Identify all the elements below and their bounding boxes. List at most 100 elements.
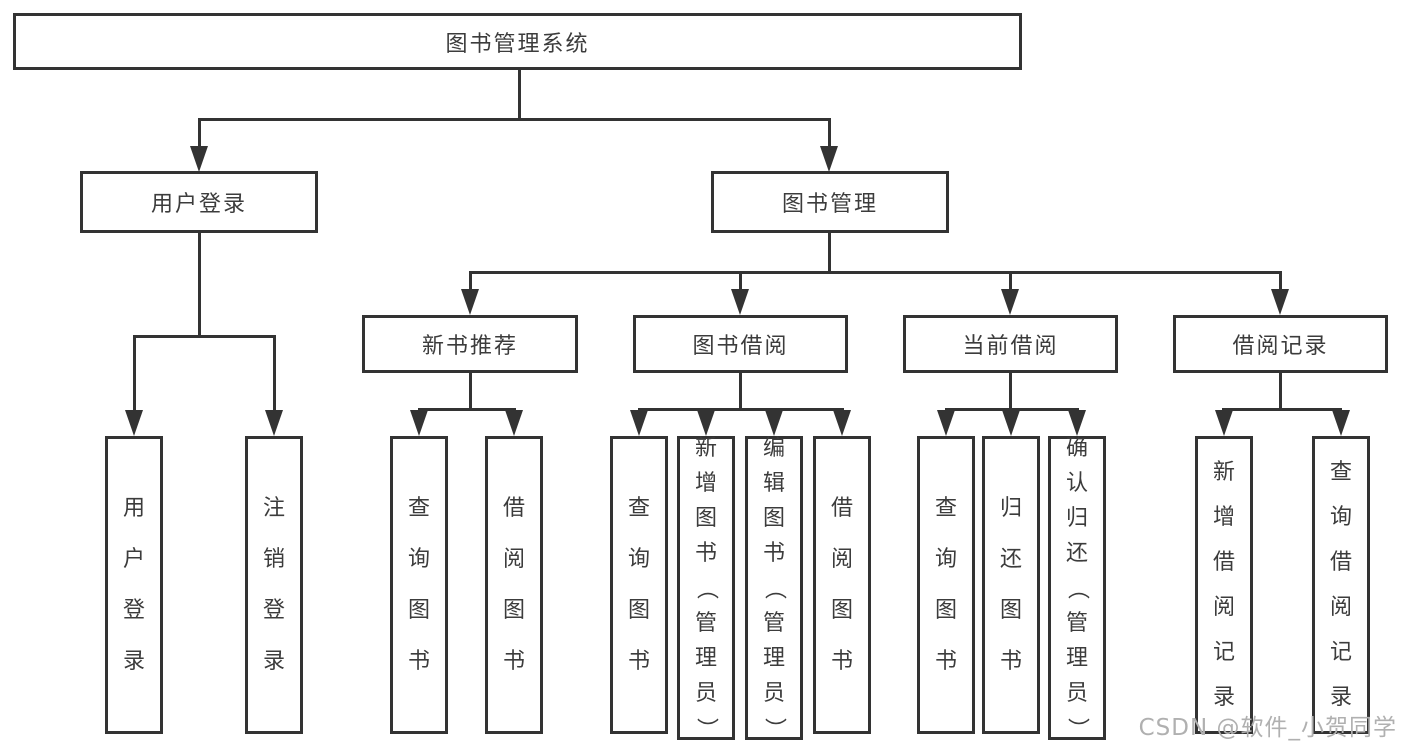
leaf-label-char: 辑 (762, 470, 785, 496)
leaf-label-char: 理 (694, 645, 717, 671)
node-new-book-recommend-label: 新书推荐 (421, 334, 518, 359)
connector-line (469, 271, 1282, 274)
leaf-label-char: 员 (1065, 680, 1088, 706)
leaf-logout: 注销登录 (245, 436, 303, 734)
leaf-label-char: 新 (1212, 460, 1235, 485)
leaf-label-char: 注 (262, 496, 285, 521)
connector-line (198, 233, 201, 335)
connector-line (1222, 408, 1342, 411)
arrow-down-icon (265, 410, 283, 436)
leaf-label-char: 登 (262, 598, 285, 623)
arrow-down-icon (833, 410, 851, 436)
arrow-down-icon (190, 146, 208, 172)
arrow-down-icon (505, 410, 523, 436)
leaf-label-char: 还 (1065, 540, 1088, 566)
node-current-borrowing-label: 当前借阅 (962, 334, 1059, 359)
leaf-label-char: 查 (934, 496, 957, 521)
leaf-label-char: 询 (627, 547, 650, 572)
arrow-down-icon (630, 410, 648, 436)
arrow-down-icon (1002, 410, 1020, 436)
leaf-label-char: 管 (762, 610, 785, 636)
leaf-label-char: 书 (502, 649, 525, 674)
leaf-label-char: 登 (122, 598, 145, 623)
arrow-down-icon (461, 289, 479, 315)
arrow-down-icon (410, 410, 428, 436)
leaf-user-login: 用户登录 (105, 436, 163, 734)
leaf-label-char: 管 (1065, 610, 1088, 636)
node-book-borrowing: 图书借阅 (633, 315, 848, 373)
leaf-label-char: 增 (694, 470, 717, 496)
leaf-borrow-books: 借阅图书 (813, 436, 871, 734)
leaf-label-char: 书 (999, 649, 1022, 674)
leaf-borrow-books: 借阅图书 (485, 436, 543, 734)
leaf-label-char: 借 (1212, 550, 1235, 575)
leaf-label-char: 查 (627, 496, 650, 521)
csdn-watermark: CSDN @软件_小贺同学 (1138, 715, 1397, 741)
leaf-label-char: 图 (830, 598, 853, 623)
leaf-label-char: 图 (934, 598, 957, 623)
leaf-query-books: 查询图书 (610, 436, 668, 734)
connector-line (1279, 271, 1282, 291)
leaf-label-char: 确 (1065, 435, 1088, 461)
leaf-label-char: 记 (1329, 640, 1352, 665)
leaf-label-char: 书 (830, 649, 853, 674)
leaf-confirm-return-admin: 确认归还（管理员） (1048, 436, 1106, 740)
leaf-add-books-admin: 新增图书（管理员） (677, 436, 735, 740)
leaf-label-char: 图 (627, 598, 650, 623)
leaf-label-char: 销 (262, 547, 285, 572)
node-current-borrowing: 当前借阅 (903, 315, 1118, 373)
leaf-label-char: 管 (694, 610, 717, 636)
arrow-down-icon (697, 410, 715, 436)
leaf-label-char: 图 (762, 505, 785, 531)
leaf-query-borrow-record: 查询借阅记录 (1312, 436, 1370, 734)
leaf-label-char: 借 (502, 496, 525, 521)
leaf-label-char: 增 (1212, 505, 1235, 530)
leaf-label-char: 图 (694, 505, 717, 531)
leaf-label-char: 图 (407, 598, 430, 623)
leaf-return-books: 归还图书 (982, 436, 1040, 734)
node-borrowing-records-label: 借阅记录 (1232, 334, 1329, 359)
leaf-label-char: 询 (1329, 505, 1352, 530)
leaf-label-char: 户 (122, 547, 145, 572)
arrow-down-icon (1215, 410, 1233, 436)
arrow-down-icon (1271, 289, 1289, 315)
connector-line (739, 373, 742, 408)
connector-line (739, 271, 742, 291)
leaf-label-char: 图 (999, 598, 1022, 623)
connector-line (1009, 271, 1012, 291)
leaf-label-char: 记 (1212, 640, 1235, 665)
node-book-management: 图书管理 (711, 171, 949, 233)
leaf-edit-books-admin: 编辑图书（管理员） (745, 436, 803, 740)
leaf-label-char: 书 (934, 649, 957, 674)
node-new-book-recommend: 新书推荐 (362, 315, 578, 373)
leaf-label-char: 还 (999, 547, 1022, 572)
arrow-down-icon (1001, 289, 1019, 315)
leaf-label-char: 编 (762, 435, 785, 461)
connector-line (418, 408, 516, 411)
connector-line (273, 335, 276, 412)
node-borrowing-records: 借阅记录 (1173, 315, 1388, 373)
leaf-label-char: 认 (1065, 470, 1088, 496)
leaf-label-char: 录 (122, 649, 145, 674)
node-user-login: 用户登录 (80, 171, 318, 233)
connector-line (198, 118, 831, 121)
leaf-label-char: （ (761, 576, 787, 600)
arrow-down-icon (820, 146, 838, 172)
leaf-label-char: 录 (262, 649, 285, 674)
arrow-down-icon (731, 289, 749, 315)
arrow-down-icon (937, 410, 955, 436)
leaf-label-char: 员 (694, 680, 717, 706)
connector-line (198, 118, 201, 148)
leaf-label-char: 用 (122, 496, 145, 521)
leaf-label-char: 书 (694, 540, 717, 566)
leaf-label-char: ） (693, 716, 719, 740)
arrow-down-icon (1068, 410, 1086, 436)
leaf-label-char: 归 (1065, 505, 1088, 531)
node-root-label: 图书管理系统 (445, 31, 590, 57)
leaf-add-borrow-record: 新增借阅记录 (1195, 436, 1253, 734)
leaf-label-char: 新 (694, 435, 717, 461)
leaf-label-char: ） (761, 716, 787, 740)
connector-line (469, 271, 472, 291)
leaf-label-char: 书 (627, 649, 650, 674)
